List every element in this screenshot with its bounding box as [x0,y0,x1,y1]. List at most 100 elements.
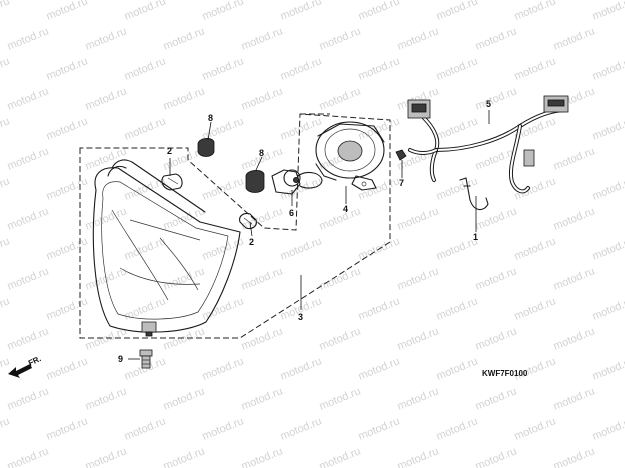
watermark-text: motod.ru [162,385,207,412]
callout-9: 9 [118,354,123,364]
watermark-text: motod.ru [84,25,129,52]
watermark-text: motod.ru [513,415,558,442]
socket-clip-2a [161,173,183,191]
watermark-text: motod.ru [513,235,558,262]
watermark-text: motod.ru [435,415,480,442]
watermark-text: motod.ru [591,55,625,82]
watermark-text: motod.ru [279,55,324,82]
watermark-text: motod.ru [6,385,51,412]
watermark-text: motod.ru [357,55,402,82]
watermark-text: motod.ru [123,55,168,82]
watermark-text: motod.ru [201,55,246,82]
watermark-text: motod.ru [162,85,207,112]
watermark-text: motod.ru [435,295,480,322]
callout-1: 1 [473,232,478,242]
watermark-text: motod.ru [357,415,402,442]
watermark-text: motod.ru [123,415,168,442]
rubber-cap-8b [245,170,265,193]
direction-marker-label: FR. [27,354,43,368]
watermark-text: motod.ru [45,55,90,82]
watermark-text: motod.ru [435,0,480,23]
watermark-text: motod.ru [0,295,11,322]
watermark-text: motod.ru [123,235,168,262]
watermark-text: motod.ru [0,355,11,382]
watermark-text: motod.ru [0,175,11,202]
watermark-text: motod.ru [435,355,480,382]
watermark-text: motod.ru [240,385,285,412]
watermark-text: motod.ru [474,25,519,52]
headlight-bulb [271,169,323,195]
watermark-text: motod.ru [318,25,363,52]
callout-7: 7 [399,178,404,188]
watermark-text: motod.ru [591,355,625,382]
rubber-cap-8a [197,138,215,157]
leader-lines [128,110,490,360]
watermark-text: motod.ru [0,115,11,142]
watermark-text: motod.ru [279,355,324,382]
watermark-text: motod.ru [513,295,558,322]
watermark-text: motod.ru [591,235,625,262]
watermark-text: motod.ru [279,175,324,202]
watermark-text: motod.ru [279,415,324,442]
watermark-text: motod.ru [162,445,207,468]
watermark-text: motod.ru [84,85,129,112]
watermark-text: motod.ru [357,295,402,322]
watermark-text: motod.ru [6,325,51,352]
callout-4: 4 [343,204,348,214]
watermark-text: motod.ru [318,85,363,112]
diagram-code: KWF7F0100 [482,369,528,378]
watermark-text: motod.ru [552,445,597,468]
watermark-text: motod.ru [201,175,246,202]
watermark-text: motod.ru [435,115,480,142]
headlight-unit [92,159,241,337]
watermark-text: motod.ru [45,115,90,142]
watermark-text: motod.ru [552,205,597,232]
watermark-text: motod.ru [45,175,90,202]
watermark-text: motod.ru [396,385,441,412]
headlight-socket-housing [315,121,385,191]
watermark-text: motod.ru [591,115,625,142]
watermark-text: motod.ru [474,385,519,412]
watermark-text: motod.ru [45,355,90,382]
watermark-text: motod.ru [6,25,51,52]
watermark-text: motod.ru [396,205,441,232]
watermark-text: motod.ru [45,415,90,442]
watermark-text: motod.ru [591,415,625,442]
socket-clip-2b [239,212,257,230]
watermark-text: motod.ru [318,265,363,292]
adjusting-screw [139,349,153,369]
watermark-text: motod.ru [0,235,11,262]
callout-labels: 1 2 2 3 4 5 6 7 8 8 9 [118,99,491,364]
watermark-text: motod.ru [45,235,90,262]
watermark-text: motod.ru [513,55,558,82]
watermark-text: motod.ru [552,325,597,352]
watermark-text: motod.ru [396,265,441,292]
watermark-text: motod.ru [552,25,597,52]
watermark-text: motod.ru [552,265,597,292]
watermark-text: motod.ru [45,295,90,322]
watermark-text: motod.ru [240,85,285,112]
watermark-text: motod.ru [6,85,51,112]
watermark-text: motod.ru [318,205,363,232]
watermark-text: motod.ru [591,175,625,202]
callout-8a: 8 [208,113,213,123]
callout-3: 3 [298,312,303,322]
assembly-outline [79,113,391,339]
watermark-text: motod.ru [318,385,363,412]
watermark-text: motod.ru [6,205,51,232]
watermark-text: motod.ru [474,325,519,352]
watermark-text: motod.ru [6,145,51,172]
watermark-text: motod.ru [279,115,324,142]
watermark-text: motod.ru [318,445,363,468]
watermark-text: motod.ru [6,265,51,292]
watermark-text: motod.ru [0,0,11,23]
watermark-text: motod.ru [6,445,51,468]
callout-2a: 2 [167,146,172,156]
watermark-text: motod.ru [201,295,246,322]
watermark-text: motod.ru [0,55,11,82]
watermark-text: motod.ru [513,0,558,23]
watermark-text: motod.ru [396,25,441,52]
watermark-text: motod.ru [123,175,168,202]
watermark-text: motod.ru [201,0,246,23]
watermark-text: motod.ru [123,115,168,142]
